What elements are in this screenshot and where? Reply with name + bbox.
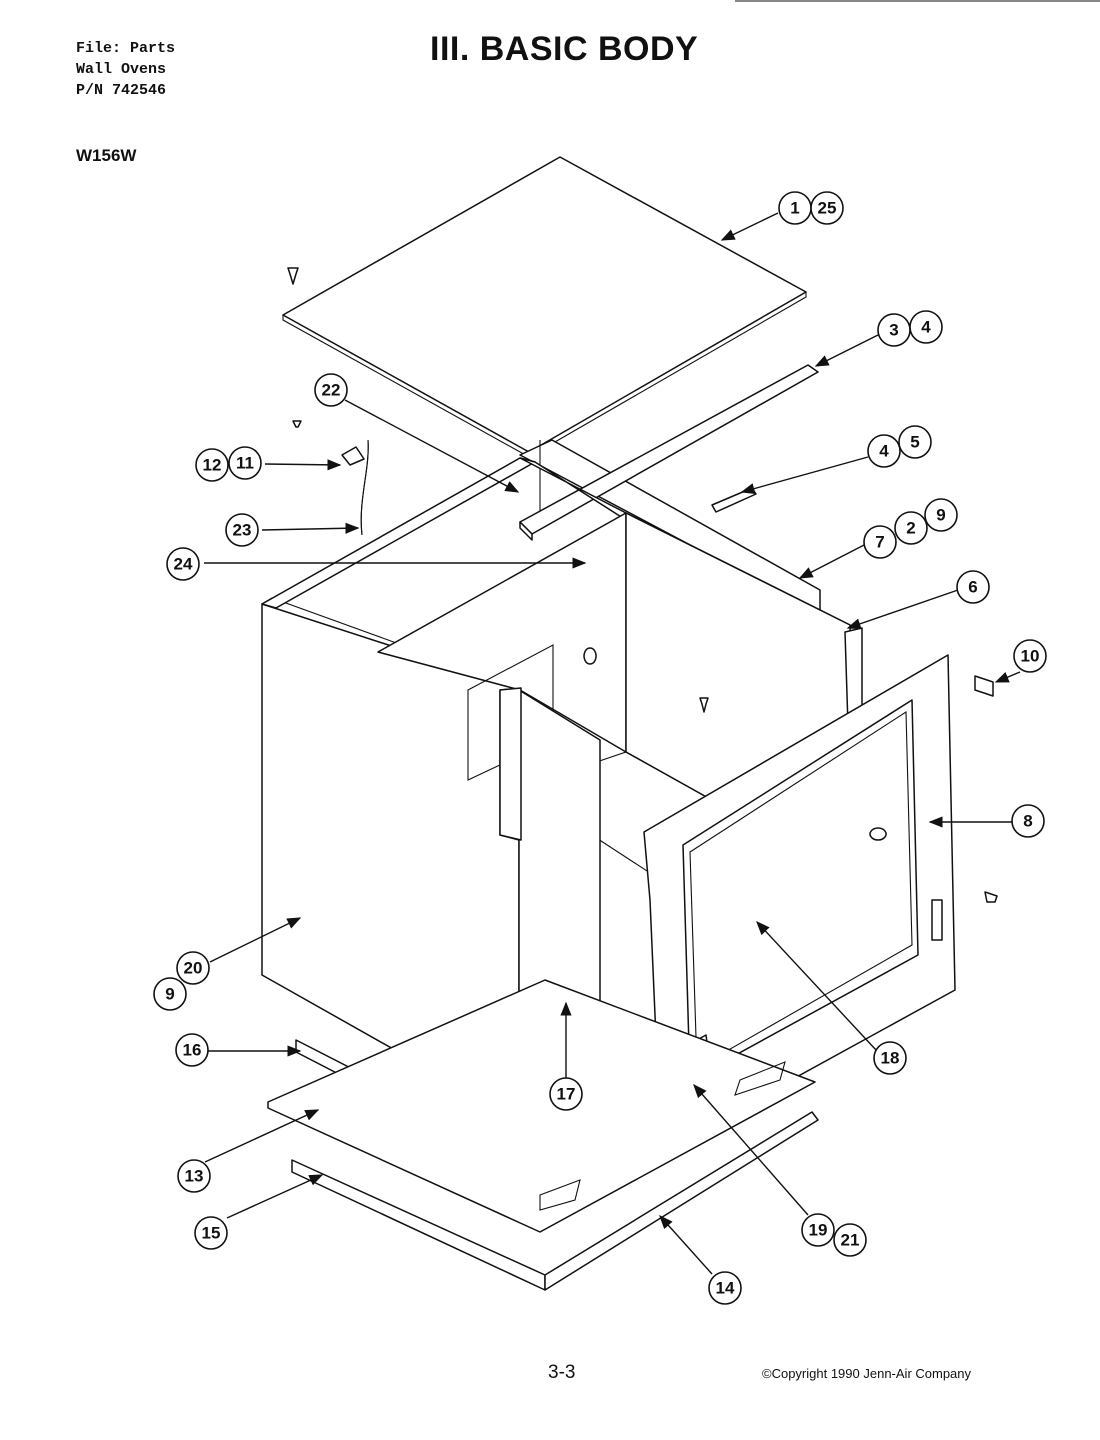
callout-19: 19 xyxy=(801,1213,835,1247)
callout-4b: 4 xyxy=(867,434,901,468)
model-number: W156W xyxy=(76,146,137,165)
top-screw xyxy=(287,267,299,285)
callout-label: 9 xyxy=(165,985,174,1004)
screw xyxy=(984,891,998,903)
callout-12: 12 xyxy=(195,448,229,482)
callout-6: 6 xyxy=(956,570,990,604)
callout-18: 18 xyxy=(873,1041,907,1075)
top-channel xyxy=(519,364,819,541)
callout-9: 9 xyxy=(924,498,958,532)
front-panel-17 xyxy=(499,687,601,1041)
wire-harness xyxy=(341,439,369,536)
page-title: III. BASIC BODY xyxy=(430,30,699,68)
callout-label: 14 xyxy=(716,1279,735,1298)
callout-label: 8 xyxy=(1023,812,1032,831)
copyright-notice: ©Copyright 1990 Jenn-Air Company xyxy=(762,1366,972,1381)
callout-15: 15 xyxy=(194,1216,228,1250)
callout-13: 13 xyxy=(177,1159,211,1193)
callout-3: 3 xyxy=(877,313,911,347)
callout-16: 16 xyxy=(175,1033,209,1067)
callout-21: 21 xyxy=(833,1223,867,1257)
callout-label: 4 xyxy=(879,442,889,461)
small-screw xyxy=(292,420,302,428)
file-line: File: Parts xyxy=(76,40,176,57)
front-frame xyxy=(643,654,956,1131)
callout-label: 12 xyxy=(203,456,222,475)
callout-14: 14 xyxy=(708,1271,742,1305)
callout-22: 22 xyxy=(314,373,348,407)
callout-label: 3 xyxy=(889,321,898,340)
callout-label: 24 xyxy=(174,555,193,574)
callout-1: 1 xyxy=(778,191,812,225)
callout-label: 22 xyxy=(322,381,341,400)
callout-5: 5 xyxy=(898,425,932,459)
callout-17: 17 xyxy=(549,1077,583,1111)
base-pan-13 xyxy=(267,979,816,1233)
file-info: File: Parts Wall Ovens P/N 742546 xyxy=(76,38,175,101)
callout-label: 4 xyxy=(921,318,931,337)
callout-label: 13 xyxy=(185,1167,204,1186)
bracket xyxy=(711,487,757,513)
leader-lines xyxy=(204,212,1021,1275)
callout-label: 16 xyxy=(183,1041,202,1060)
callout-label: 1 xyxy=(790,199,799,218)
callout-label: 9 xyxy=(936,506,945,525)
callout-2: 2 xyxy=(894,511,928,545)
callout-label: 15 xyxy=(202,1224,221,1243)
knob-part xyxy=(974,675,994,697)
callout-label: 19 xyxy=(809,1221,828,1240)
callout-label: 5 xyxy=(910,433,919,452)
page-number: 3-3 xyxy=(548,1362,576,1383)
callout-label: 23 xyxy=(233,521,252,540)
callout-20: 20 xyxy=(176,951,210,985)
callout-25: 25 xyxy=(810,191,844,225)
callout-label: 10 xyxy=(1021,647,1040,666)
callout-10: 10 xyxy=(1013,639,1047,673)
file-line: P/N 742546 xyxy=(76,82,167,99)
callout-label: 25 xyxy=(818,199,837,218)
callout-label: 18 xyxy=(881,1049,900,1068)
callout-11: 11 xyxy=(228,446,262,480)
callout-label: 2 xyxy=(906,519,915,538)
callout-9b: 9 xyxy=(153,977,187,1011)
callout-label: 21 xyxy=(841,1231,860,1250)
top-rule xyxy=(735,0,1100,2)
callout-8: 8 xyxy=(1011,804,1045,838)
callout-label: 11 xyxy=(236,454,254,473)
callout-7: 7 xyxy=(863,525,897,559)
callout-label: 7 xyxy=(875,533,884,552)
callout-23: 23 xyxy=(225,513,259,547)
callout-label: 6 xyxy=(968,578,977,597)
callout-label: 20 xyxy=(184,959,203,978)
file-line: Wall Ovens xyxy=(76,61,167,78)
callout-24: 24 xyxy=(166,547,200,581)
base-rail-14 xyxy=(544,1111,819,1291)
callout-4: 4 xyxy=(909,310,943,344)
callout-label: 17 xyxy=(557,1085,576,1104)
